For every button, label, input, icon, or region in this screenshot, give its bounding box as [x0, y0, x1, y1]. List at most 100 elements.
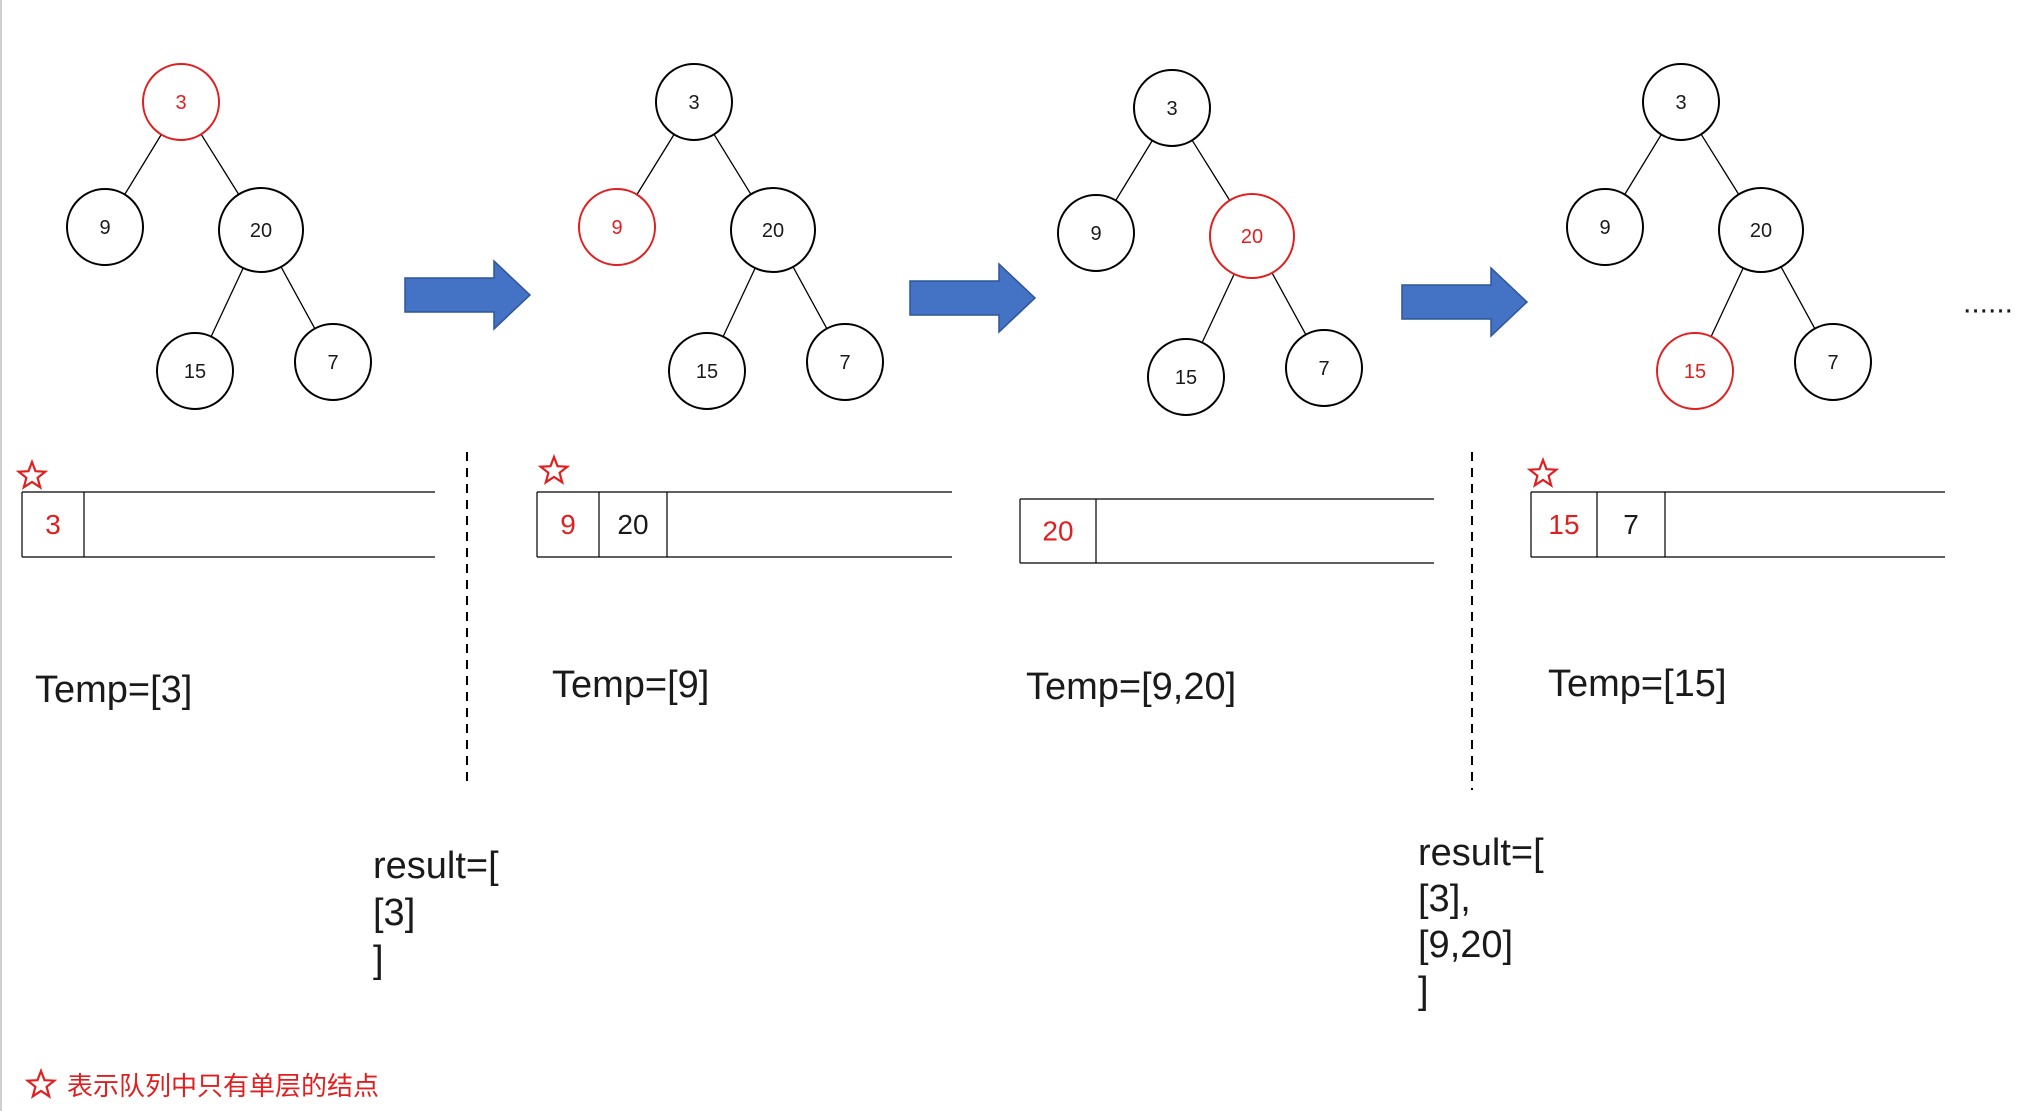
node-label: 20 — [250, 220, 272, 242]
node-label: 7 — [839, 352, 850, 374]
tree-node: 20 — [1718, 187, 1804, 273]
queue: 15 7 — [1526, 456, 1945, 558]
tree-node: 7 — [806, 323, 884, 401]
tree-edge — [713, 133, 752, 195]
star-outline-icon — [1526, 456, 1560, 488]
result-line: [3] — [373, 892, 415, 934]
node-circle — [218, 187, 304, 273]
queue-cell: 15 — [1548, 509, 1579, 540]
legend-text: 表示队列中只有单层的结点 — [67, 1072, 379, 1102]
queue: 9 20 — [536, 453, 952, 558]
binary-tree: 3 9 20 15 7 — [1566, 63, 1872, 410]
node-label: 20 — [1241, 226, 1263, 248]
tree-node: 7 — [1285, 329, 1363, 407]
tree-node-highlighted: 15 — [1656, 332, 1734, 410]
panel-3: 3 9 20 15 7 — [1057, 69, 1363, 416]
panel-2: 3 9 20 15 7 — [578, 63, 884, 410]
tree-edge — [1700, 133, 1740, 195]
result-line: ] — [1418, 970, 1429, 1012]
tree-node: 7 — [294, 323, 372, 401]
node-label: 7 — [1827, 352, 1838, 374]
node-circle — [1209, 193, 1295, 279]
node-label: 9 — [611, 217, 622, 239]
result-block: result=[[3]] — [373, 845, 499, 981]
node-circle — [730, 187, 816, 273]
node-circle — [578, 188, 656, 266]
tree-edge — [1201, 273, 1235, 343]
node-circle — [1794, 323, 1872, 401]
node-circle — [1285, 329, 1363, 407]
queue: 20 — [1019, 498, 1434, 564]
right-arrow-icon — [909, 262, 1037, 334]
panel-1: 3 9 20 15 7 — [66, 63, 372, 410]
node-circle — [1718, 187, 1804, 273]
tree-node: 7 — [1794, 323, 1872, 401]
binary-tree: 3 9 20 15 7 — [1057, 69, 1363, 416]
queue-cell: 20 — [1042, 516, 1073, 547]
tree-node-highlighted: 3 — [142, 63, 220, 141]
node-label: 9 — [1599, 217, 1610, 239]
binary-tree: 3 9 20 15 7 — [66, 63, 372, 410]
node-circle — [1642, 63, 1720, 141]
tree-edge — [200, 133, 240, 195]
node-label: 15 — [1684, 361, 1706, 383]
tree-node: 3 — [655, 63, 733, 141]
queue-cell: 3 — [45, 509, 61, 540]
node-circle — [1147, 338, 1225, 416]
tree-edge — [1191, 139, 1231, 201]
node-label: 3 — [688, 92, 699, 114]
node-label: 20 — [1750, 220, 1772, 242]
tree-edge — [1624, 134, 1662, 195]
temp-label: Temp=[9,20] — [1026, 666, 1236, 708]
right-arrow-icon — [404, 259, 532, 331]
node-circle — [142, 63, 220, 141]
panel-4: 3 9 20 15 7 — [1566, 63, 1872, 410]
node-circle — [1133, 69, 1211, 147]
tree-edge — [1115, 140, 1153, 201]
legend: 表示队列中只有单层的结点 — [24, 1067, 379, 1102]
node-label: 9 — [99, 217, 110, 239]
tree-node: 20 — [218, 187, 304, 273]
star-outline-icon — [537, 453, 571, 485]
queue-cell: 7 — [1623, 509, 1639, 540]
tree-node: 3 — [1133, 69, 1211, 147]
node-circle — [294, 323, 372, 401]
node-label: 15 — [696, 361, 718, 383]
node-circle — [1656, 332, 1734, 410]
queue: 3 — [15, 458, 435, 558]
node-label: 9 — [1090, 223, 1101, 245]
tree-edge — [124, 134, 162, 195]
tree-edge — [1710, 267, 1744, 337]
tree-edge — [722, 267, 756, 337]
tree-node: 9 — [1566, 188, 1644, 266]
node-label: 7 — [327, 352, 338, 374]
node-label: 15 — [1175, 367, 1197, 389]
tree-edge — [636, 134, 675, 195]
node-label: 7 — [1318, 358, 1329, 380]
node-label: 3 — [1166, 98, 1177, 120]
temp-label: Temp=[15] — [1548, 663, 1727, 705]
tree-edge — [210, 267, 244, 337]
result-line: [9,20] — [1418, 924, 1513, 966]
tree-node: 15 — [156, 332, 234, 410]
node-label: 3 — [1675, 92, 1686, 114]
node-circle — [655, 63, 733, 141]
tree-node: 15 — [668, 332, 746, 410]
node-label: 20 — [762, 220, 784, 242]
queue-cell: 20 — [617, 509, 648, 540]
tree-node: 9 — [66, 188, 144, 266]
right-arrow-icon — [1401, 266, 1529, 338]
node-label: 3 — [175, 92, 186, 114]
queue-cell: 9 — [560, 509, 576, 540]
tree-edge — [792, 266, 828, 329]
tree-node: 20 — [730, 187, 816, 273]
result-line: result=[ — [1418, 832, 1544, 874]
tree-node: 3 — [1642, 63, 1720, 141]
tree-node: 9 — [1057, 194, 1135, 272]
tree-node-highlighted: 9 — [578, 188, 656, 266]
node-circle — [668, 332, 746, 410]
result-line: ] — [373, 939, 384, 981]
node-circle — [156, 332, 234, 410]
result-block: result=[[3],[9,20]] — [1418, 832, 1544, 1012]
